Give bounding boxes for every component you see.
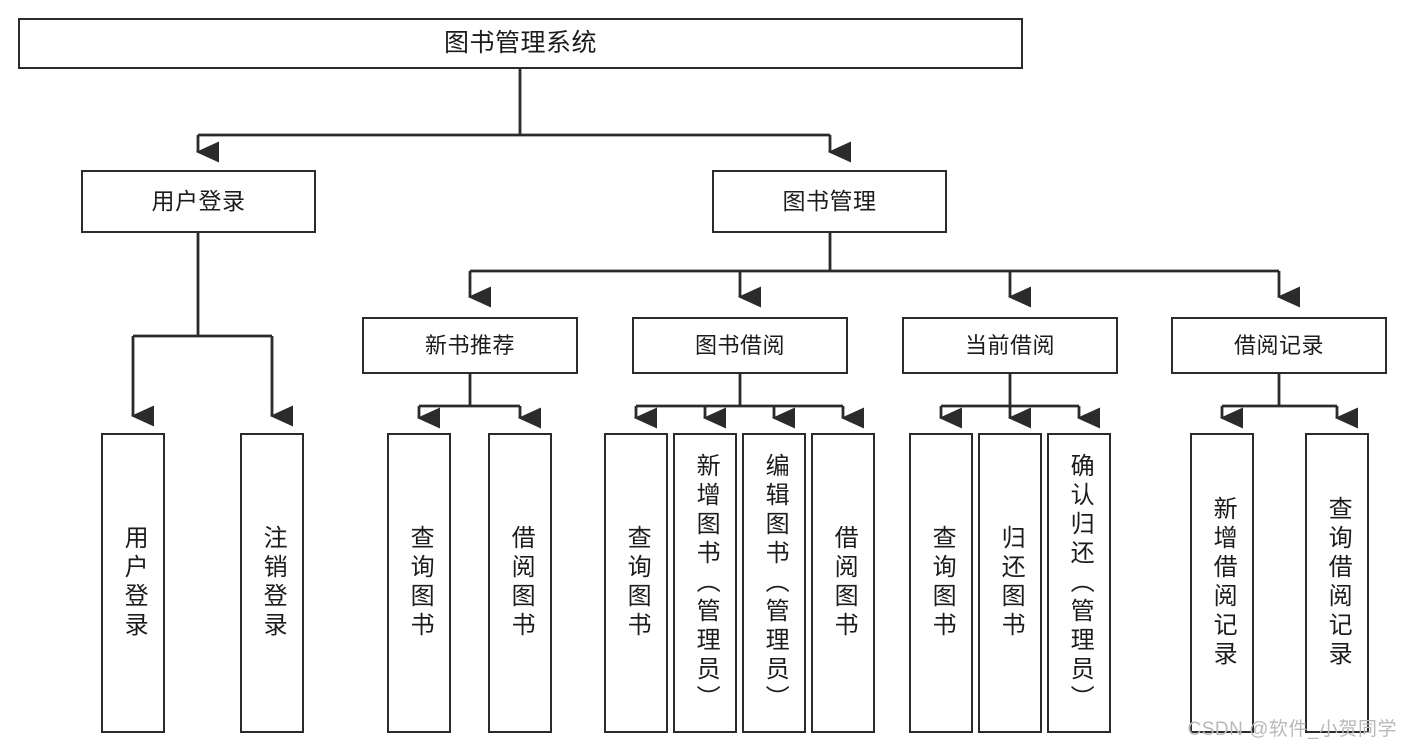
leaf-return-book[interactable]: 归还图书 [978,433,1042,733]
leaf-user-login[interactable]: 用户登录 [101,433,165,733]
node-book-manage[interactable]: 图书管理 [712,170,947,233]
leaf-edit-book-label: 编辑图书（管理员） [761,452,789,714]
leaf-borrow-book-2[interactable]: 借阅图书 [811,433,875,733]
leaf-query-book-3-label: 查询图书 [928,525,956,641]
node-user-login[interactable]: 用户登录 [81,170,316,233]
leaf-query-record-label: 查询借阅记录 [1324,496,1352,670]
leaf-query-book-1[interactable]: 查询图书 [387,433,451,733]
leaf-logout-login[interactable]: 注销登录 [240,433,304,733]
node-user-login-label: 用户登录 [151,187,246,214]
leaf-query-book-1-label: 查询图书 [406,525,434,641]
leaf-add-book[interactable]: 新增图书（管理员） [673,433,737,733]
node-current-borrow-label: 当前借阅 [964,332,1055,358]
node-root-label: 图书管理系统 [443,28,597,57]
leaf-query-record[interactable]: 查询借阅记录 [1305,433,1369,733]
node-book-borrow-label: 图书借阅 [694,332,785,358]
node-new-book-recommend[interactable]: 新书推荐 [362,317,578,374]
node-book-borrow[interactable]: 图书借阅 [632,317,848,374]
leaf-borrow-book-2-label: 借阅图书 [830,525,858,641]
node-borrow-record[interactable]: 借阅记录 [1171,317,1387,374]
leaf-add-record[interactable]: 新增借阅记录 [1190,433,1254,733]
leaf-add-record-label: 新增借阅记录 [1209,496,1237,670]
node-new-book-recommend-label: 新书推荐 [424,332,515,358]
leaf-query-book-2-label: 查询图书 [623,525,651,641]
leaf-borrow-book-1[interactable]: 借阅图书 [488,433,552,733]
node-borrow-record-label: 借阅记录 [1233,332,1324,358]
leaf-add-book-label: 新增图书（管理员） [692,452,720,714]
leaf-query-book-2[interactable]: 查询图书 [604,433,668,733]
leaf-edit-book[interactable]: 编辑图书（管理员） [742,433,806,733]
leaf-confirm-return-label: 确认归还（管理员） [1066,452,1094,714]
node-book-manage-label: 图书管理 [782,187,877,214]
leaf-confirm-return[interactable]: 确认归还（管理员） [1047,433,1111,733]
leaf-borrow-book-1-label: 借阅图书 [507,525,535,641]
leaf-user-login-label: 用户登录 [120,525,148,641]
leaf-query-book-3[interactable]: 查询图书 [909,433,973,733]
node-current-borrow[interactable]: 当前借阅 [902,317,1118,374]
leaf-logout-login-label: 注销登录 [259,525,287,641]
watermark-text: CSDN @软件_小贺同学 [1187,719,1397,740]
leaf-return-book-label: 归还图书 [997,525,1025,641]
node-root[interactable]: 图书管理系统 [18,18,1023,69]
